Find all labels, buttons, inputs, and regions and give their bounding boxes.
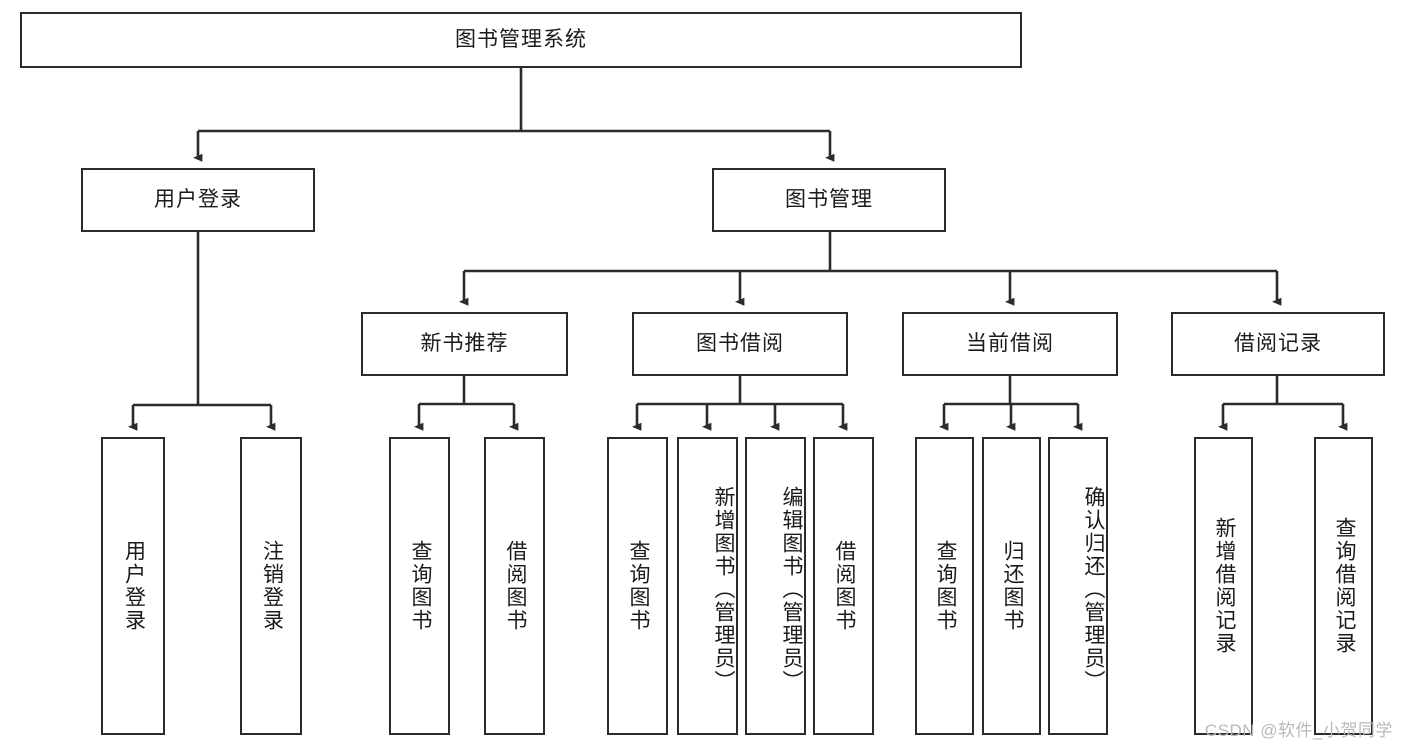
node-label: 查询图书: [408, 540, 432, 632]
node-current-borrowing[interactable]: 当前借阅: [902, 312, 1118, 376]
leaf-borrow-book[interactable]: 借阅图书: [813, 437, 874, 735]
node-user-login[interactable]: 用户登录: [81, 168, 315, 232]
leaf-confirm-return-admin[interactable]: 确认归还（管理员）: [1048, 437, 1108, 735]
node-label: 当前借阅: [966, 332, 1054, 356]
node-label: 借阅记录: [1234, 332, 1322, 356]
leaf-add-book-admin[interactable]: 新增图书（管理员）: [677, 437, 738, 735]
node-label: 查询借阅记录: [1332, 517, 1356, 655]
leaf-user-login[interactable]: 用户登录: [101, 437, 165, 735]
node-label: 图书借阅: [696, 332, 784, 356]
node-label: 查询图书: [626, 540, 650, 632]
node-label: 用户登录: [122, 540, 146, 632]
leaf-borrow-book-recommend[interactable]: 借阅图书: [484, 437, 545, 735]
node-label: 用户登录: [154, 188, 242, 212]
node-label: 注销登录: [260, 540, 284, 632]
node-root-library-management-system[interactable]: 图书管理系统: [20, 12, 1022, 68]
leaf-add-borrow-record[interactable]: 新增借阅记录: [1194, 437, 1253, 735]
node-label: 编辑图书（管理员）: [780, 485, 803, 693]
node-label: 图书管理: [785, 188, 873, 212]
csdn-watermark: CSDN @软件_小贺同学: [1204, 721, 1393, 740]
leaf-edit-book-admin[interactable]: 编辑图书（管理员）: [745, 437, 806, 735]
node-label: 新增借阅记录: [1212, 517, 1236, 655]
node-label: 查询图书: [933, 540, 957, 632]
node-label: 图书管理系统: [455, 28, 587, 52]
node-label: 新增图书（管理员）: [712, 485, 735, 693]
node-label: 确认归还（管理员）: [1082, 485, 1105, 693]
leaf-logout-login[interactable]: 注销登录: [240, 437, 302, 735]
leaf-query-borrow-record[interactable]: 查询借阅记录: [1314, 437, 1373, 735]
leaf-query-book-recommend[interactable]: 查询图书: [389, 437, 450, 735]
node-borrowing-record[interactable]: 借阅记录: [1171, 312, 1385, 376]
node-label: 归还图书: [1000, 540, 1024, 632]
node-book-management[interactable]: 图书管理: [712, 168, 946, 232]
leaf-return-book[interactable]: 归还图书: [982, 437, 1041, 735]
node-label: 借阅图书: [832, 540, 856, 632]
leaf-query-book-current[interactable]: 查询图书: [915, 437, 974, 735]
node-label: 借阅图书: [503, 540, 527, 632]
leaf-query-book-borrow[interactable]: 查询图书: [607, 437, 668, 735]
node-label: 新书推荐: [420, 332, 509, 356]
node-new-book-recommendation[interactable]: 新书推荐: [361, 312, 568, 376]
node-book-borrowing[interactable]: 图书借阅: [632, 312, 848, 376]
